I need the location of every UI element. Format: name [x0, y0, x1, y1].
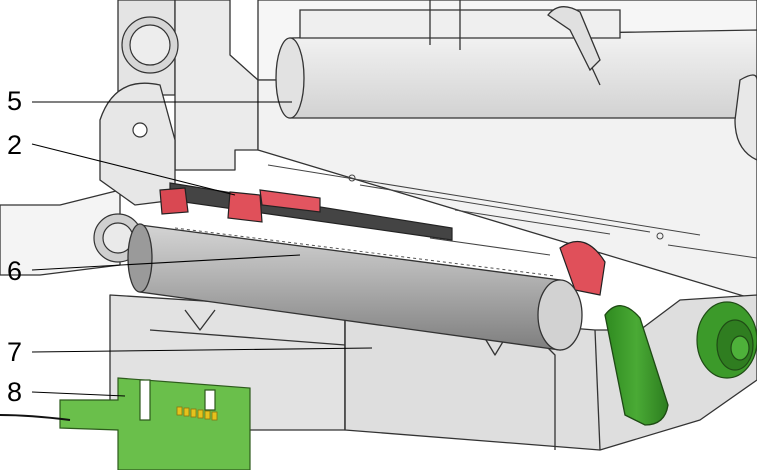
callout-2: 2	[7, 130, 23, 160]
leader-line-6	[31, 254, 301, 271]
guide-lines	[267, 164, 757, 259]
ribbon-cylinder	[275, 0, 757, 161]
release-lever	[604, 305, 669, 426]
sensor-cable	[0, 414, 71, 421]
printhead-arm	[159, 182, 606, 296]
platen-roller	[127, 223, 583, 351]
callout-8: 8	[7, 377, 23, 407]
callout-7: 7	[7, 337, 23, 367]
leader-line-7	[31, 347, 373, 353]
callout-5: 5	[7, 86, 23, 116]
leader-line-2	[31, 143, 236, 196]
bolt	[132, 122, 148, 138]
leader-line-8	[31, 391, 126, 397]
sensor-pcb	[59, 377, 251, 470]
rotary-knob-icon	[696, 301, 757, 379]
callout-6: 6	[7, 256, 23, 286]
pcb-contacts-icon	[176, 406, 218, 421]
leader-lines	[31, 101, 373, 397]
